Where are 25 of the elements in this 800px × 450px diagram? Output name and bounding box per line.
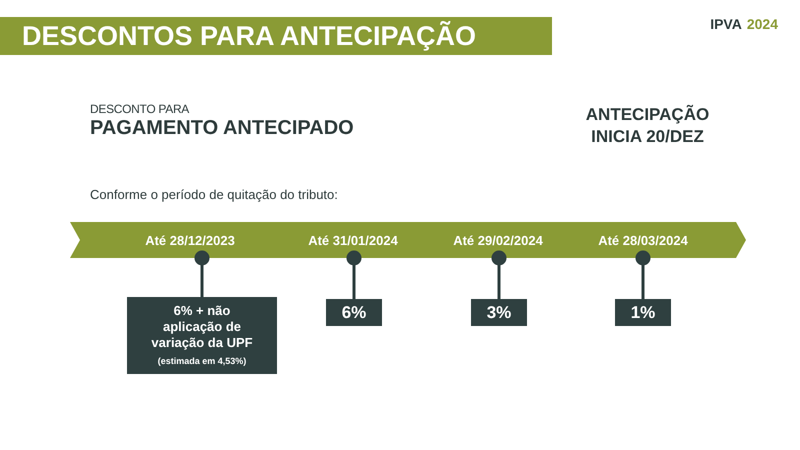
date-label: Até 28/03/2024: [598, 232, 688, 250]
date-label: Até 28/12/2023: [145, 232, 235, 250]
date-label: Até 29/02/2024: [453, 232, 543, 250]
heading: PAGAMENTO ANTECIPADO: [90, 116, 354, 141]
year-label: 2024: [746, 15, 778, 34]
date-label: Até 31/01/2024: [308, 232, 398, 250]
discount-note: (estimada em 4,53%): [158, 354, 246, 368]
connector-line: [346, 250, 362, 299]
discount-box: [127, 297, 277, 374]
connector-line: [492, 250, 506, 299]
discount-box: [615, 299, 671, 326]
discount-value: 6%: [342, 304, 366, 320]
discount-box: [326, 299, 382, 326]
timeline-band: [70, 222, 746, 258]
connector-line: [194, 250, 210, 297]
discount-value: 3%: [486, 304, 512, 320]
subheading: DESCONTO PARA: [90, 101, 190, 118]
intro-text: Conforme o período de quitação do tributo:: [90, 186, 338, 204]
discount-value: 6% + não aplicação de variação da UPF: [150, 302, 254, 350]
start-date-note: ANTECIPAÇÃO INICIA 20/DEZ: [584, 104, 710, 148]
discount-box: [471, 299, 527, 326]
title-bar: DESCONTOS PARA ANTECIPAÇÃO: [0, 17, 552, 55]
discount-value: 1%: [630, 304, 656, 320]
connector-line: [636, 250, 650, 299]
header-label: IPVA: [710, 15, 742, 34]
